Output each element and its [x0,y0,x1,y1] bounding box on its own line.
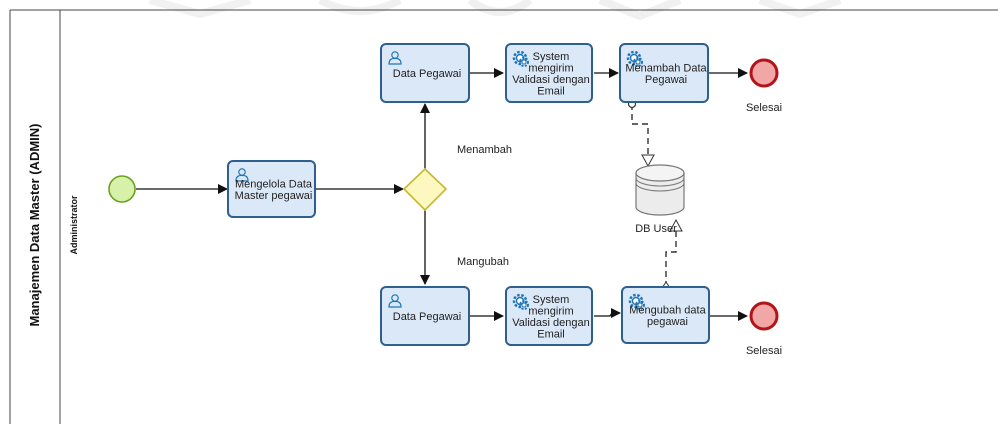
association-add-to-db [631,104,655,168]
task-label-line: Pegawai [645,74,687,86]
sequence-flows [136,68,748,321]
task-label-line: Validasi dengan [512,74,589,86]
task-label-line: mengirim [528,62,573,74]
task-label-line: pegawai [647,316,688,328]
end-event-bottom-label: Selesai [746,345,782,357]
task-box [380,286,470,346]
task-box [227,160,316,218]
pool-title: Manajemen Data Master (ADMIN) [27,124,42,327]
gateway-label-menambah: Menambah [457,144,512,156]
db-user-datastore[interactable] [635,164,685,216]
flow-bottom-validate-to-change [594,308,621,318]
task-label-line: System [533,51,570,63]
task-label-line: Master pegawai [235,190,313,202]
start-event[interactable] [108,175,136,203]
task-label-line: Menambah Data [625,62,707,74]
task-label-line: Data Pegawai [393,311,462,323]
data-associations [631,104,683,287]
lane-title: Administrator [69,195,79,255]
task-label-line: Validasi dengan [512,317,589,329]
task-label-line: Email [537,328,565,340]
task-box [380,43,470,103]
task-label-line: Data Pegawai [393,68,462,80]
task-box [621,286,710,344]
gateway-label-mangubah: Mangubah [457,256,509,268]
end-event-top-label: Selesai [746,102,782,114]
task-label-line: Mengubah data [629,304,706,316]
association-change-to-db [665,218,683,287]
task-label-line: mengirim [528,305,573,317]
exclusive-gateway[interactable] [402,167,448,212]
task-data-pegawai-bottom[interactable]: Data Pegawai [380,286,470,346]
pool: Manajemen Data Master (ADMIN) Administra… [9,9,998,424]
end-event-top[interactable] [749,58,779,88]
task-label-line: System [533,294,570,306]
task-box [619,43,709,103]
watermark [148,0,842,21]
task-label-line: Email [537,85,565,97]
end-event-bottom[interactable] [749,301,779,331]
db-user-label: DB User [635,223,677,235]
task-data-pegawai-top[interactable]: Data Pegawai [380,43,470,103]
task-label-line: Mengelola Data [235,178,313,190]
